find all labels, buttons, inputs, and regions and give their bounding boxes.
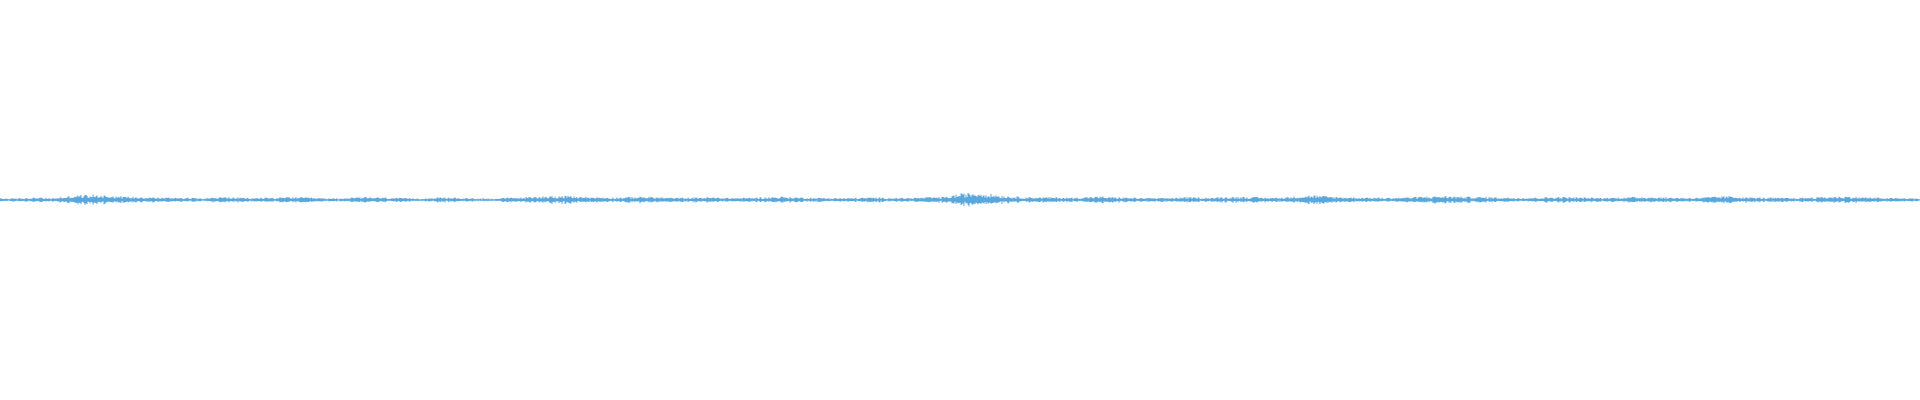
waveform-signal <box>0 192 1920 207</box>
